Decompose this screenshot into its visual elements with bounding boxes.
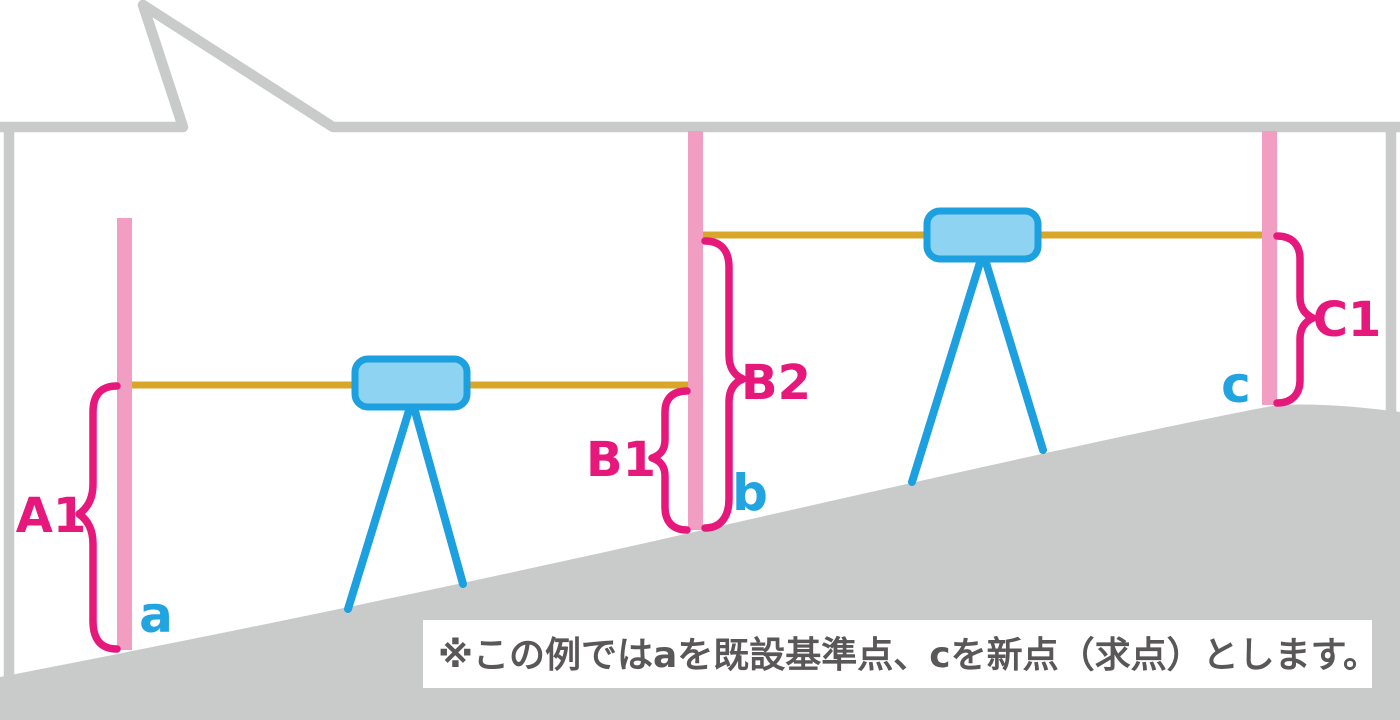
label-reading-a1: A1 (16, 488, 87, 544)
label-reading-b2: B2 (741, 355, 811, 411)
note-box (423, 620, 1372, 688)
brace-b1 (648, 387, 691, 534)
label-point-a: a (139, 586, 173, 644)
brace-c1 (1273, 232, 1317, 407)
staff-a (117, 218, 132, 650)
label-point-b: b (732, 464, 768, 522)
tripod1-right-leg (409, 400, 467, 588)
tripod2-right-leg (980, 252, 1047, 454)
label-reading-c1: C1 (1313, 292, 1382, 348)
staff-b (688, 131, 703, 530)
staff-c (1262, 131, 1277, 405)
note-text: ※この例ではaを既設基準点、cを新点（求点）とします。 (438, 635, 1379, 676)
level-instrument-2 (908, 207, 1047, 486)
tripod2-left-leg (908, 252, 986, 486)
level1-body (351, 355, 471, 411)
label-reading-b1: B1 (586, 432, 656, 488)
level2-body (923, 207, 1042, 263)
label-point-c: c (1221, 356, 1251, 414)
tripod1-left-leg (344, 400, 415, 613)
brace-a1 (75, 382, 121, 653)
brace-b2 (701, 237, 747, 532)
level-instrument-1 (344, 355, 471, 613)
